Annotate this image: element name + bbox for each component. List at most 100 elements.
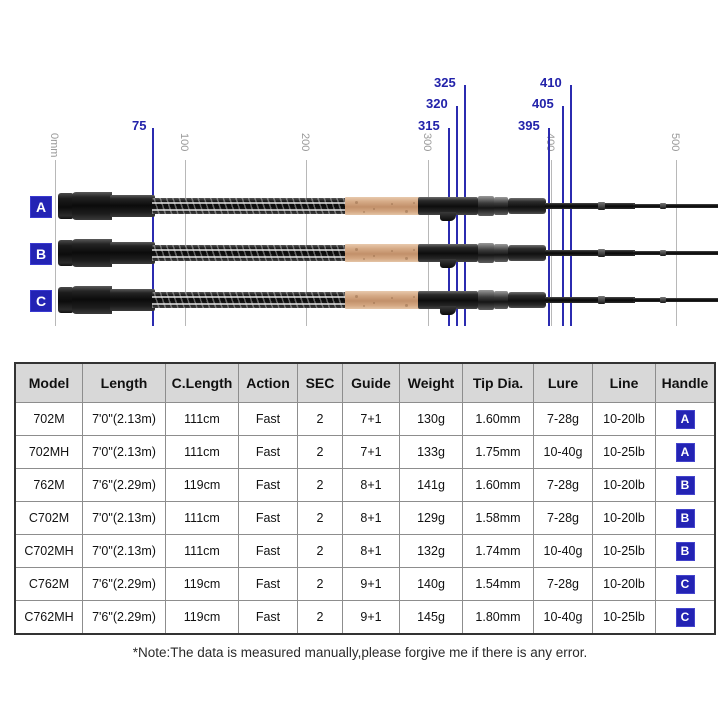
rod-guide-wrap xyxy=(598,202,605,210)
table-cell-line: 10-25lb xyxy=(592,534,656,568)
table-cell-length: 7'6"(2.29m) xyxy=(82,567,166,601)
rod-carbon-section xyxy=(152,245,345,261)
measurement-line xyxy=(152,128,154,326)
rod-fore-grip xyxy=(508,245,546,261)
table-cell-clength: 119cm xyxy=(165,567,239,601)
rod-reel-seat xyxy=(418,244,478,262)
measurement-label: 410 xyxy=(540,75,562,90)
measurement-line xyxy=(456,106,458,326)
rod-guide-wrap-2 xyxy=(660,203,666,209)
measurement-line xyxy=(448,128,450,326)
table-cell-lure: 10-40g xyxy=(533,600,593,635)
rod-butt-cap xyxy=(58,193,73,219)
table-cell-weight: 129g xyxy=(399,501,463,535)
table-cell-handle: B xyxy=(655,534,716,568)
table-cell-tip: 1.74mm xyxy=(462,534,534,568)
cork-texture-spot xyxy=(391,297,393,299)
rod-butt-cap xyxy=(58,240,73,266)
table-cell-weight: 133g xyxy=(399,435,463,469)
measurement-label: 315 xyxy=(418,118,440,133)
table-cell-lure: 7-28g xyxy=(533,567,593,601)
carbon-band xyxy=(152,209,345,211)
handle-badge-b: B xyxy=(675,541,695,561)
handle-badge-c: C xyxy=(675,607,695,627)
rod-eva-grip-taper xyxy=(110,289,155,311)
table-cell-handle: C xyxy=(655,600,716,635)
table-header-model: Model xyxy=(14,362,83,403)
table-cell-handle: A xyxy=(655,435,716,469)
rod-guide-wrap xyxy=(598,296,605,304)
cork-texture-spot xyxy=(405,210,408,213)
carbon-band xyxy=(152,202,345,204)
rod-b xyxy=(0,0,720,345)
carbon-band xyxy=(152,303,345,305)
table-cell-action: Fast xyxy=(238,567,298,601)
measurement-line xyxy=(548,128,550,326)
cork-texture-spot xyxy=(413,296,415,298)
rod-c xyxy=(0,0,720,345)
rod-seat-lock-ring-2 xyxy=(494,291,508,309)
table-cell-length: 7'6"(2.29m) xyxy=(82,600,166,635)
table-cell-tip: 1.58mm xyxy=(462,501,534,535)
table-cell-line: 10-25lb xyxy=(592,600,656,635)
rod-fore-grip xyxy=(508,292,546,308)
rod-a xyxy=(0,0,720,345)
rod-reel-seat-trigger xyxy=(440,212,456,221)
table-cell-guide: 9+1 xyxy=(342,600,400,635)
table-cell-length: 7'0"(2.13m) xyxy=(82,402,166,436)
table-cell-line: 10-25lb xyxy=(592,435,656,469)
table-cell-lure: 10-40g xyxy=(533,435,593,469)
table-cell-action: Fast xyxy=(238,435,298,469)
table-cell-guide: 8+1 xyxy=(342,468,400,502)
table-cell-length: 7'0"(2.13m) xyxy=(82,534,166,568)
handle-badge-b: B xyxy=(675,508,695,528)
rod-butt-cap xyxy=(58,287,73,313)
table-header-lure: Lure xyxy=(533,362,593,403)
rod-reel-seat-trigger xyxy=(440,259,456,268)
measurement-label: 75 xyxy=(132,118,147,133)
table-cell-guide: 9+1 xyxy=(342,567,400,601)
table-header-weight: Weight xyxy=(399,362,463,403)
measurement-label: 320 xyxy=(426,96,448,111)
table-cell-weight: 130g xyxy=(399,402,463,436)
rod-tip-blank xyxy=(633,204,718,208)
table-cell-guide: 8+1 xyxy=(342,501,400,535)
ruler-tick-line xyxy=(428,160,429,326)
table-cell-action: Fast xyxy=(238,534,298,568)
rod-carbon-section xyxy=(152,292,345,308)
rod-handle-badge-a: A xyxy=(30,196,52,218)
table-cell-length: 7'0"(2.13m) xyxy=(82,435,166,469)
table-cell-tip: 1.80mm xyxy=(462,600,534,635)
table-cell-clength: 111cm xyxy=(165,402,239,436)
table-cell-lure: 7-28g xyxy=(533,402,593,436)
rod-eva-grip xyxy=(72,192,112,220)
table-cell-weight: 132g xyxy=(399,534,463,568)
rod-eva-grip-taper xyxy=(110,195,155,217)
measurement-label: 405 xyxy=(532,96,554,111)
table-header-action: Action xyxy=(238,362,298,403)
table-cell-sec: 2 xyxy=(297,468,343,502)
cork-texture-spot xyxy=(355,201,358,204)
rod-upper-blank xyxy=(545,297,635,303)
table-cell-sec: 2 xyxy=(297,435,343,469)
rod-seat-lock-ring xyxy=(478,196,494,216)
rod-seat-lock-ring xyxy=(478,243,494,263)
ruler-tick-line xyxy=(55,160,56,326)
rod-cork-grip xyxy=(345,197,421,215)
table-cell-lure: 10-40g xyxy=(533,534,593,568)
handle-badge-a: A xyxy=(675,442,695,462)
table-cell-weight: 140g xyxy=(399,567,463,601)
cork-texture-spot xyxy=(373,302,375,304)
rod-guide-wrap-2 xyxy=(660,297,666,303)
cork-texture-spot xyxy=(363,258,365,260)
rod-carbon-section xyxy=(152,198,345,214)
rod-reel-seat xyxy=(418,197,478,215)
table-cell-sec: 2 xyxy=(297,567,343,601)
rod-guide-wrap xyxy=(598,249,605,257)
